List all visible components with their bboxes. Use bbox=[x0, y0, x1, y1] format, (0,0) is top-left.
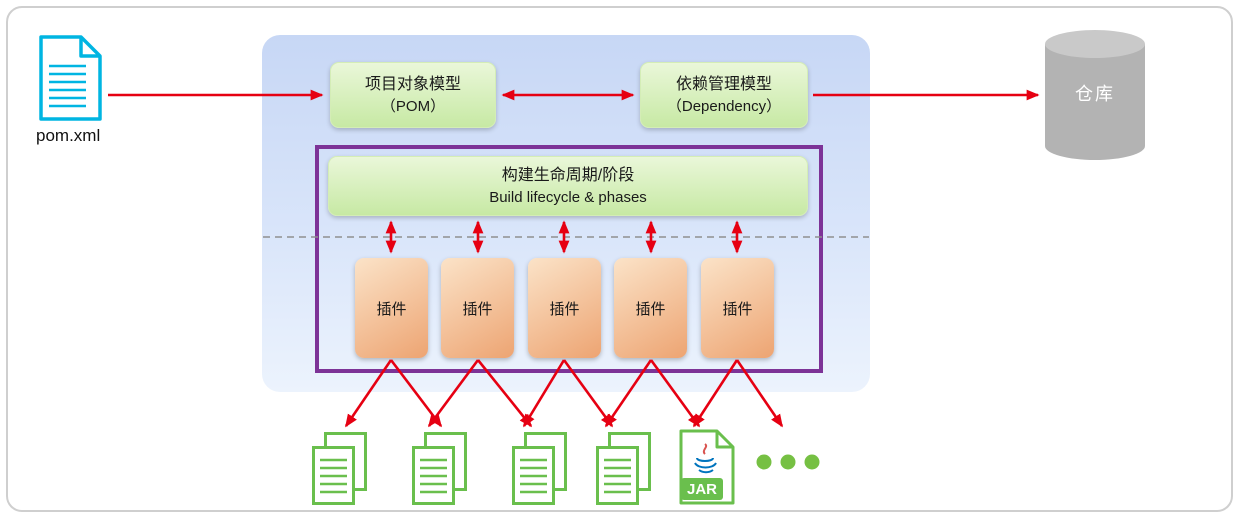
pom-model-box: 项目对象模型 （POM） bbox=[330, 62, 496, 128]
document-stack-icon bbox=[412, 432, 467, 505]
document-stack-icon bbox=[512, 432, 567, 505]
pom-model-line1: 项目对象模型 bbox=[364, 75, 461, 93]
plugin-label: 插件 bbox=[376, 300, 407, 318]
build-lifecycle-line2: Build lifecycle & phases bbox=[489, 189, 647, 207]
plugin-box-2: 插件 bbox=[441, 258, 514, 358]
plugin-box-4: 插件 bbox=[614, 258, 687, 358]
repository-label: 仓库 bbox=[1075, 84, 1115, 104]
jar-file-icon: JAR bbox=[679, 429, 735, 505]
dependency-model-line2: （Dependency） bbox=[666, 98, 782, 116]
dependency-model-line1: 依赖管理模型 bbox=[675, 75, 772, 93]
build-lifecycle-line1: 构建生命周期/阶段 bbox=[501, 166, 635, 184]
java-cup-icon bbox=[694, 457, 717, 474]
jar-label: JAR bbox=[687, 481, 717, 498]
java-steam-icon bbox=[702, 443, 708, 455]
build-lifecycle-box: 构建生命周期/阶段 Build lifecycle & phases bbox=[328, 156, 808, 216]
pom-xml-file-icon bbox=[39, 35, 102, 121]
plugin-box-1: 插件 bbox=[355, 258, 428, 358]
ellipsis-icon bbox=[756, 454, 820, 470]
plugin-label: 插件 bbox=[462, 300, 493, 318]
document-stack-icon bbox=[596, 432, 651, 505]
dependency-model-box: 依赖管理模型 （Dependency） bbox=[640, 62, 808, 128]
pom-xml-label: pom.xml bbox=[36, 126, 101, 145]
plugin-box-3: 插件 bbox=[528, 258, 601, 358]
plugin-box-5: 插件 bbox=[701, 258, 774, 358]
plugin-label: 插件 bbox=[549, 300, 580, 318]
pom-model-line2: （POM） bbox=[380, 98, 446, 116]
database-cylinder-icon bbox=[1045, 30, 1145, 160]
repository-cylinder: 仓库 bbox=[1043, 28, 1147, 164]
plugin-label: 插件 bbox=[635, 300, 666, 318]
document-stack-icon bbox=[312, 432, 367, 505]
plugin-label: 插件 bbox=[722, 300, 753, 318]
